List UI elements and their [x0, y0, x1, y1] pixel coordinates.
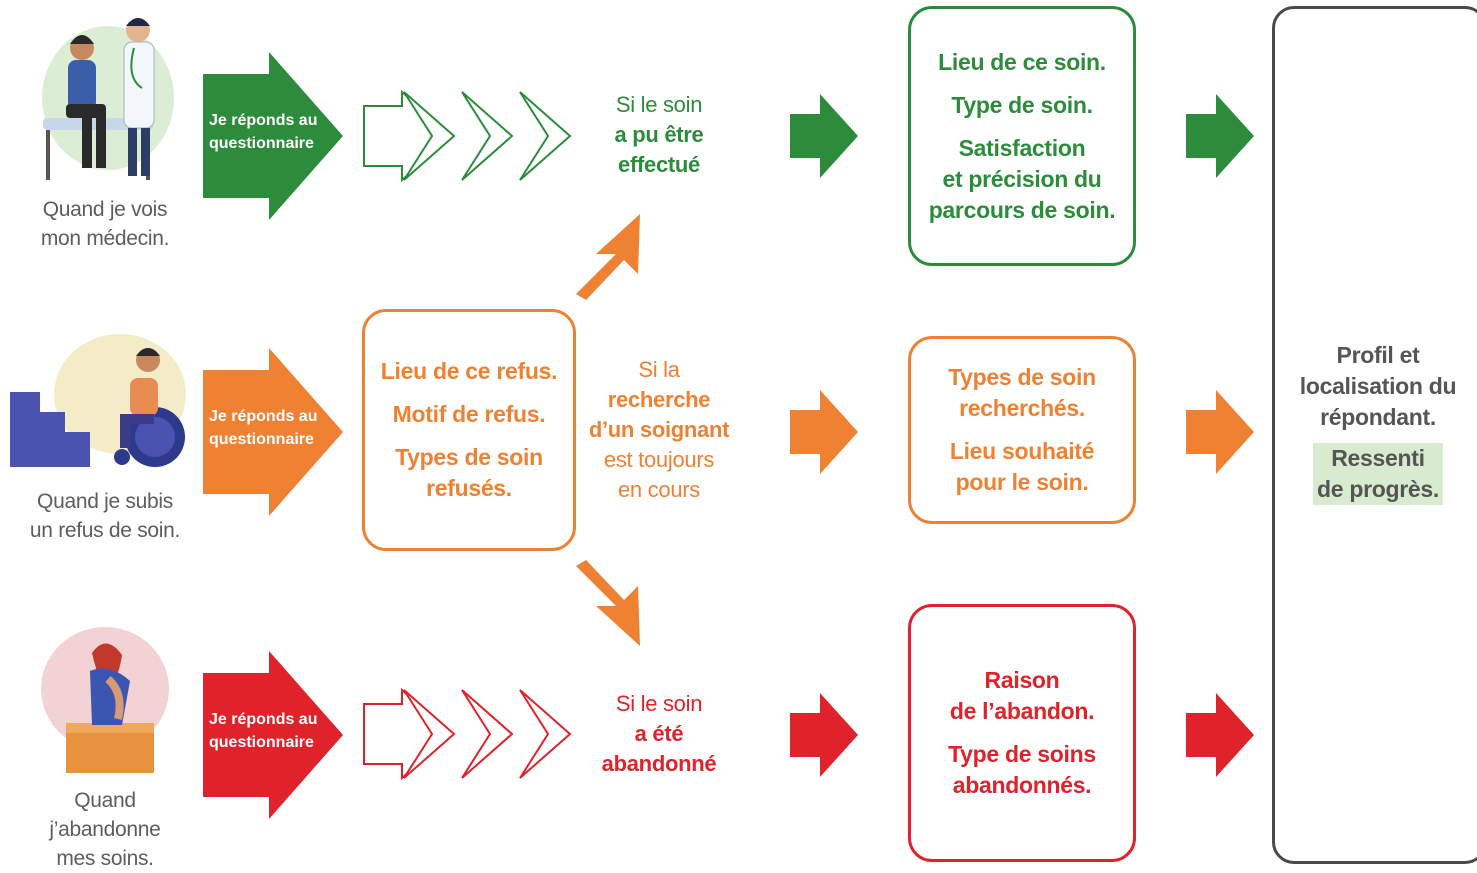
condition-line: a pu être — [614, 122, 704, 147]
progress-feeling-label: Ressenti de progrès. — [1313, 443, 1443, 505]
wheelchair-stairs-icon — [10, 332, 190, 472]
caption-line: un refus de soin. — [29, 519, 181, 542]
row2-caption: Quand je subis un refus de soin. — [10, 487, 200, 545]
row2-condition: Si la recherche d’un soignant est toujou… — [559, 355, 759, 505]
condition-line: en cours — [618, 477, 700, 502]
box-line: Lieu souhaité pour le soin. — [949, 438, 1095, 495]
condition-line: est toujours — [603, 447, 715, 472]
row3-condition: Si le soin a été abandonné — [559, 689, 759, 779]
condition-line: recherche — [607, 387, 711, 412]
row1-small-arrow — [790, 94, 858, 183]
row2-refusal-box: Lieu de ce refus. Motif de refus. Types … — [362, 309, 576, 551]
caption-line: mon médecin. — [40, 227, 170, 250]
row1-caption: Quand je vois mon médecin. — [10, 195, 200, 253]
box-line: Lieu de ce soin. — [938, 48, 1106, 75]
box-line: Motif de refus. — [392, 401, 546, 427]
caption-line: Quand je vois — [42, 198, 168, 221]
row3-chevrons — [362, 687, 577, 785]
row1-info-box: Lieu de ce soin. Type de soin. Satisfact… — [908, 6, 1136, 266]
row2-info-box: Types de soin recherchés. Lieu souhaité … — [908, 336, 1136, 524]
row1-condition: Si le soin a pu être effectué — [559, 90, 759, 180]
condition-line: Si la — [638, 357, 680, 382]
respondent-profile-text: Profil et localisation du répondant. Res… — [1288, 340, 1468, 505]
condition-line: abandonné — [601, 751, 717, 776]
row2-small-arrow — [790, 390, 858, 479]
arrow-label-line: Je réponds au — [209, 112, 318, 129]
sad-person-icon — [40, 627, 170, 777]
respondent-profile-box — [1272, 6, 1477, 864]
row1-answer-arrow: Je réponds au questionnaire — [203, 52, 343, 220]
arrow-label-line: questionnaire — [209, 135, 314, 152]
caption-line: Quand je subis — [37, 490, 173, 513]
condition-line: Si le soin — [615, 691, 703, 716]
row2-answer-arrow: Je réponds au questionnaire — [203, 348, 343, 516]
row3-caption: Quand j’abandonne mes soins. — [10, 786, 200, 873]
row1-final-arrow — [1186, 94, 1254, 183]
arrow-label-line: Je réponds au — [209, 408, 318, 425]
condition-line: d’un soignant — [588, 417, 730, 442]
caption-line: j’abandonne — [49, 818, 161, 841]
box-line: Type de soins abandonnés. — [948, 741, 1096, 798]
row3-info-box: Raison de l’abandon. Type de soins aband… — [908, 604, 1136, 862]
down-diagonal-arrow — [560, 558, 640, 651]
condition-line: a été — [634, 721, 684, 746]
box-line: Types de soin recherchés. — [948, 364, 1096, 421]
arrow-label-line: questionnaire — [209, 431, 314, 448]
row3-small-arrow — [790, 693, 858, 782]
arrow-label-line: questionnaire — [209, 734, 314, 751]
box-line: Satisfaction et précision du parcours de… — [928, 134, 1116, 223]
box-line: Types de soin refusés. — [395, 444, 543, 501]
row3-final-arrow — [1186, 693, 1254, 782]
row3-answer-arrow: Je réponds au questionnaire — [203, 651, 343, 819]
up-diagonal-arrow — [560, 214, 640, 307]
condition-line: Si le soin — [615, 92, 703, 117]
box-line: Type de soin. — [951, 91, 1093, 118]
doctor-visit-icon — [38, 8, 178, 188]
caption-line: Quand — [74, 789, 136, 812]
arrow-label-line: Je réponds au — [209, 711, 318, 728]
box-line: Raison de l’abandon. — [949, 667, 1095, 724]
row2-final-arrow — [1186, 390, 1254, 479]
profile-label: Profil et localisation du répondant. — [1299, 342, 1457, 430]
caption-line: mes soins. — [56, 847, 154, 870]
row1-chevrons — [362, 89, 577, 187]
condition-line: effectué — [618, 152, 700, 177]
box-line: Lieu de ce refus. — [380, 358, 558, 384]
